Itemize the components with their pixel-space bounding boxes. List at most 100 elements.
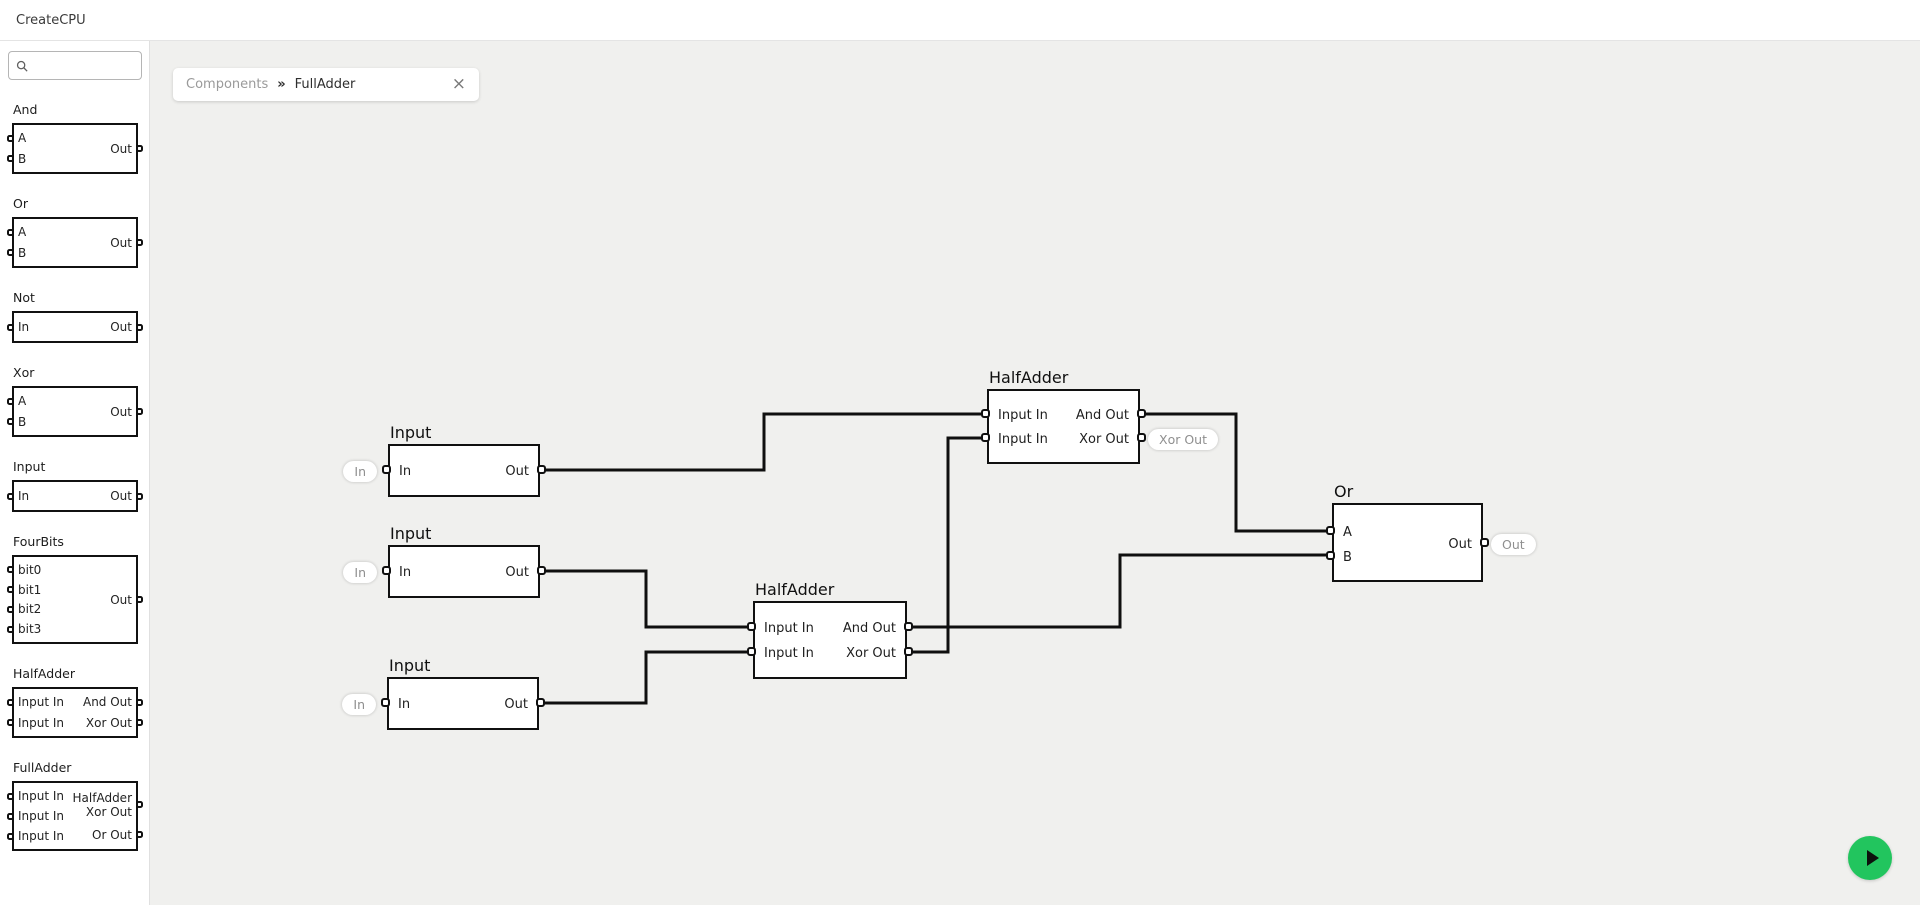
output-port[interactable] [1137,433,1146,442]
node-title: HalfAdder [755,580,835,599]
input-port[interactable] [7,605,14,613]
output-port[interactable] [136,323,143,331]
output-port[interactable] [1137,409,1146,418]
port-label: Input In [764,621,814,636]
output-port-row: Out [110,320,143,334]
play-icon [1866,850,1879,866]
output-port[interactable] [537,465,546,474]
output-port[interactable] [536,698,545,707]
port-label: Input In [18,829,65,843]
component-name: FullAdder [13,760,72,775]
input-port[interactable] [981,409,990,418]
input-port-row: Input In [7,695,64,709]
input-port[interactable] [7,492,14,500]
input-port[interactable] [7,323,14,331]
input-port[interactable] [1326,526,1335,535]
output-port[interactable] [136,719,143,727]
port-label: Out [110,141,132,156]
port-label: B [18,151,27,166]
wire[interactable] [1140,412,1332,533]
input-port[interactable] [747,647,756,656]
output-port[interactable] [136,408,143,415]
input-port[interactable] [7,698,14,706]
input-port[interactable] [7,812,14,820]
input-port[interactable] [7,792,14,800]
component-outputs: Out [110,560,143,639]
port-label: Input In [998,432,1048,447]
component-outputs: Out [110,316,143,338]
output-port[interactable] [136,239,143,246]
component-outputs: Out [110,485,143,507]
output-port[interactable] [136,492,143,500]
wire[interactable] [907,436,987,654]
close-tab-icon[interactable]: × [451,74,466,94]
input-port[interactable] [7,228,14,236]
wire[interactable] [540,569,753,629]
search-box[interactable] [8,51,142,80]
input-port-row: B [7,414,27,429]
output-port[interactable] [136,831,143,838]
output-port[interactable] [136,145,143,152]
wire[interactable] [539,650,753,705]
input-port[interactable] [382,465,391,474]
component-inputs: In [7,316,29,338]
input-port[interactable] [382,566,391,575]
output-port-row: Out [110,141,143,156]
input-port[interactable] [7,625,14,633]
component-name: And [13,102,38,117]
component-box-input[interactable]: In Out [7,480,143,512]
output-port[interactable] [136,801,143,808]
input-port[interactable] [7,719,14,727]
input-port[interactable] [7,397,14,405]
input-port-row: A [7,225,26,239]
input-port[interactable] [7,249,14,257]
output-port[interactable] [904,647,913,656]
search-input[interactable] [34,58,134,73]
port-label: A [18,131,27,146]
wire[interactable] [907,553,1332,629]
input-port[interactable] [7,586,14,594]
wire[interactable] [540,412,987,472]
input-port[interactable] [7,418,14,426]
input-port-row: Input In [7,789,64,803]
input-port[interactable] [747,622,756,631]
input-port[interactable] [7,155,14,163]
component-box-not[interactable]: In Out [7,311,143,343]
output-port[interactable] [904,622,913,631]
input-port[interactable] [7,566,14,574]
input-port[interactable] [7,134,14,142]
output-port[interactable] [1480,538,1489,547]
run-button[interactable] [1848,836,1892,880]
port-label: Out [110,320,132,334]
tab-fulladder[interactable]: Components » FullAdder × [173,68,479,101]
component-name: HalfAdder [13,666,75,681]
output-port[interactable] [136,596,143,603]
external-input-tag: In [343,562,377,583]
input-port-row: Input In [7,809,64,823]
output-port[interactable] [537,566,546,575]
input-port[interactable] [7,832,14,840]
port-label: Xor Out [1079,432,1129,447]
input-port[interactable] [381,698,390,707]
output-port[interactable] [136,698,143,706]
component-name: Not [13,290,35,305]
input-port[interactable] [1326,551,1335,560]
input-port-row: Input In [7,829,65,843]
input-port[interactable] [981,433,990,442]
port-label: B [18,414,27,429]
